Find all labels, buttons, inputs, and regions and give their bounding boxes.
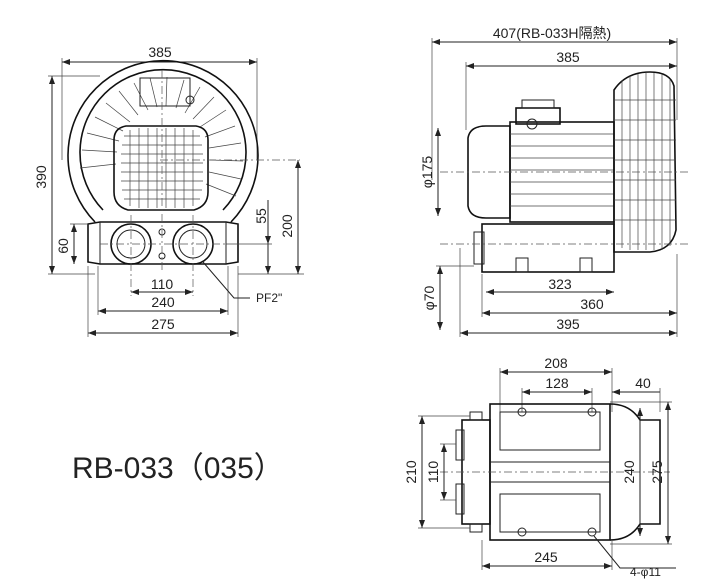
front-view: 385 390 (33, 44, 304, 337)
side-motor-phi175: φ175 (419, 156, 435, 189)
side-overall-407: 407(RB-033H隔熱) (493, 25, 611, 41)
top-view: 208 128 40 210 (403, 355, 676, 579)
top-base-245: 245 (534, 549, 558, 565)
holes-label: 4-φ11 (630, 565, 661, 579)
top-height-210: 210 (403, 460, 419, 484)
side-length-395: 395 (556, 316, 580, 332)
top-width-128: 128 (545, 375, 569, 391)
front-width-385: 385 (148, 44, 172, 60)
front-center-200: 200 (279, 214, 295, 238)
port-thread-label: PF2" (256, 291, 282, 305)
side-view: 407(RB-033H隔熱) 385 (419, 25, 690, 337)
top-height-275: 275 (649, 460, 665, 484)
front-base-60: 60 (55, 238, 71, 254)
side-port-phi70: φ70 (421, 285, 437, 310)
top-height-110: 110 (425, 461, 441, 484)
model-name: RB-033（035） (72, 452, 284, 485)
top-height-240: 240 (621, 460, 637, 484)
front-offset-55: 55 (253, 208, 269, 224)
side-length-360: 360 (580, 296, 604, 312)
front-port-spacing-110: 110 (151, 276, 174, 292)
side-width-385: 385 (556, 49, 580, 65)
top-width-208: 208 (544, 355, 568, 371)
front-height-390: 390 (33, 165, 49, 189)
front-base-240: 240 (151, 294, 175, 310)
side-length-323: 323 (548, 276, 572, 292)
front-foot-275: 275 (151, 316, 175, 332)
top-offset-40: 40 (635, 375, 651, 391)
